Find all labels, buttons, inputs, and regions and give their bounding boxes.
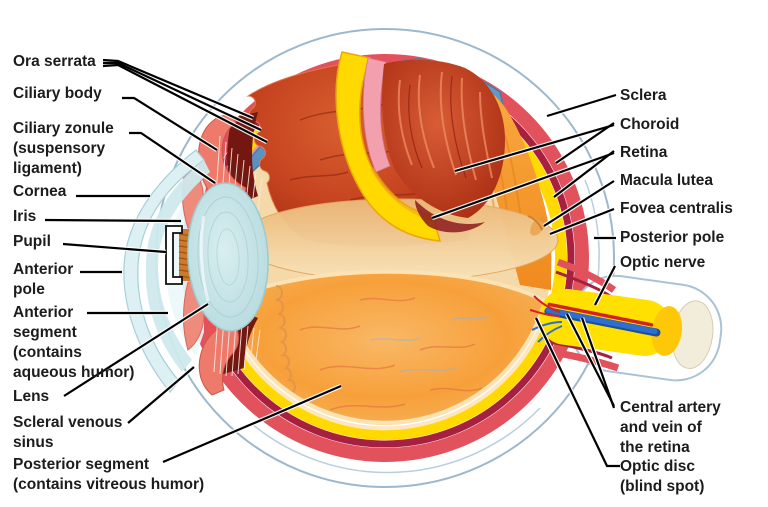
leader-ora-serrata-2 bbox=[103, 61, 262, 131]
leader-fovea-centralis bbox=[549, 207, 615, 236]
leader-optic-disc bbox=[535, 317, 620, 468]
vitreous-vessels-blue bbox=[369, 315, 491, 373]
lens bbox=[187, 182, 269, 332]
label-ora-serrata: Ora serrata bbox=[13, 53, 96, 70]
leader-scleral-venous-sinus bbox=[127, 366, 195, 424]
leader-posterior-segment bbox=[162, 384, 342, 464]
leader-pupil bbox=[62, 242, 167, 254]
leader-ora-serrata-3 bbox=[102, 63, 268, 143]
leader-central-artery-2 bbox=[580, 317, 616, 409]
leader-ciliary-zonule bbox=[129, 131, 216, 184]
label-central-artery-vein: Central artery and vein of the retina bbox=[620, 399, 721, 456]
label-anterior-pole: Anterior pole bbox=[13, 261, 74, 298]
leader-retina-1 bbox=[553, 150, 615, 198]
dark-recess-lower bbox=[220, 310, 258, 375]
central-vein bbox=[545, 307, 658, 335]
label-scleral-venous-sinus: Scleral venous sinus bbox=[13, 414, 123, 451]
label-retina: Retina bbox=[620, 144, 668, 161]
vessel-fan-at-disc bbox=[529, 295, 563, 343]
label-fovea-centralis: Fovea centralis bbox=[620, 200, 733, 217]
leader-macula-lutea bbox=[543, 180, 615, 227]
leader-lens bbox=[63, 303, 209, 397]
leader-sclera bbox=[546, 93, 617, 118]
label-optic-disc: Optic disc (blind spot) bbox=[620, 458, 705, 495]
label-pupil: Pupil bbox=[13, 233, 51, 250]
optic-nerve-group bbox=[529, 258, 723, 382]
label-ciliary-body: Ciliary body bbox=[13, 85, 102, 102]
label-anterior-segment: Anterior segment (contains aqueous humor… bbox=[13, 304, 135, 381]
retina-choroid-flap bbox=[335, 51, 505, 242]
fovea-dimple bbox=[527, 215, 543, 231]
choroid-flap-vasculature bbox=[382, 59, 505, 219]
label-iris: Iris bbox=[13, 208, 37, 225]
leader-lines bbox=[44, 57, 620, 469]
label-choroid: Choroid bbox=[620, 116, 680, 133]
pupil-bracket bbox=[165, 225, 183, 285]
label-macula-lutea: Macula lutea bbox=[620, 172, 714, 189]
flap-shadow bbox=[415, 200, 485, 233]
leader-choroid-2 bbox=[454, 123, 615, 173]
macula-shading bbox=[530, 216, 546, 236]
label-posterior-segment: Posterior segment (contains vitreous hum… bbox=[13, 456, 205, 493]
leader-choroid-1 bbox=[555, 122, 615, 164]
leader-iris bbox=[44, 218, 182, 223]
optic-nerve-cap bbox=[651, 306, 683, 356]
choroid-wrap-at-nerve bbox=[549, 258, 620, 372]
vitreous-body bbox=[222, 269, 548, 425]
flap-pink-edge bbox=[362, 57, 391, 173]
label-lens: Lens bbox=[13, 388, 50, 405]
anterior-structures bbox=[123, 112, 269, 396]
cornea-inner bbox=[145, 160, 210, 372]
label-ciliary-zonule: Ciliary zonule (suspensory ligament) bbox=[13, 120, 114, 177]
label-optic-nerve: Optic nerve bbox=[620, 254, 706, 271]
leader-retina-2 bbox=[431, 151, 615, 220]
label-posterior-pole: Posterior pole bbox=[620, 229, 725, 246]
central-artery bbox=[547, 302, 654, 327]
pars-plana-scallops bbox=[275, 285, 296, 393]
leader-ora-serrata-1 bbox=[102, 58, 254, 120]
label-sclera: Sclera bbox=[620, 87, 667, 104]
leader-optic-nerve bbox=[594, 265, 616, 306]
cornea-outer bbox=[123, 149, 205, 393]
label-cornea: Cornea bbox=[13, 183, 67, 200]
vitreous-vessels-red bbox=[299, 297, 483, 411]
leader-central-artery-1 bbox=[566, 313, 615, 407]
leader-ciliary-body bbox=[122, 96, 218, 151]
